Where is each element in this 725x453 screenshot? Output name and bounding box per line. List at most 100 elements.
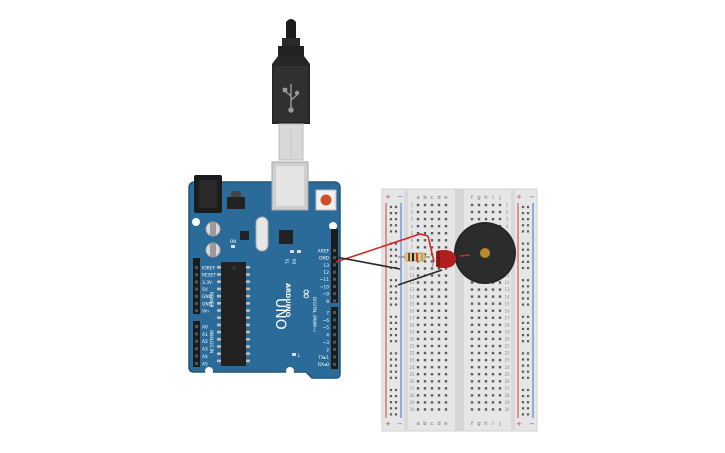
column-letter: f <box>471 421 474 427</box>
voltage-regulator <box>227 197 245 209</box>
row-number: 30 <box>409 407 415 412</box>
row-number: 27 <box>409 386 415 391</box>
piezo-buzzer-icon[interactable] <box>454 222 516 284</box>
power-led <box>231 245 235 248</box>
row-number: 7 <box>411 245 414 250</box>
rail-sign: − <box>529 420 535 428</box>
row-number: 2 <box>506 210 509 215</box>
row-number: 24 <box>409 365 415 370</box>
rail-sign: + <box>385 193 391 201</box>
rail-sign: + <box>516 420 522 428</box>
row-number: 28 <box>504 393 510 398</box>
atmega328p-chip <box>221 262 246 366</box>
arduino-model: UNO <box>272 298 288 330</box>
row-number: 29 <box>409 400 415 405</box>
wire-red-buzzer[interactable] <box>459 254 471 257</box>
pin-label: ~5 <box>323 325 330 331</box>
row-number: 4 <box>411 224 414 229</box>
l-label: L <box>298 353 301 358</box>
breadboard[interactable]: aabbccddeeffgghhiijj++−−++−−112233445566… <box>381 188 538 432</box>
row-number: 19 <box>504 330 510 335</box>
column-letter: a <box>416 421 419 427</box>
pin-label: GND <box>202 294 213 300</box>
pin-label: A4 <box>202 354 208 360</box>
row-number: 24 <box>504 365 510 370</box>
row-number: 25 <box>409 372 415 377</box>
row-number: 21 <box>504 344 510 349</box>
breadboard-center-channel <box>455 189 464 431</box>
wires[interactable] <box>335 233 471 286</box>
column-letter: b <box>423 195 427 201</box>
column-letter: g <box>477 421 481 427</box>
pin-label: AREF <box>318 248 330 254</box>
led-icon[interactable] <box>431 250 456 269</box>
column-letter: g <box>477 195 481 201</box>
pin-label: ~9 <box>323 292 330 298</box>
wire-black-led[interactable] <box>397 269 443 286</box>
wire-red-led[interactable] <box>427 235 435 263</box>
usb-cable-collar-2 <box>278 46 304 56</box>
row-number: 30 <box>504 407 510 412</box>
rail-sign: − <box>397 420 403 428</box>
reset-button-cap[interactable] <box>320 194 332 206</box>
pin-label: A5 <box>202 361 208 367</box>
usb-interface-chip <box>279 230 293 244</box>
row-number: 20 <box>504 337 510 342</box>
row-number: 22 <box>409 351 415 356</box>
usb-cable[interactable] <box>272 19 310 161</box>
pin-label: IOREF <box>202 265 216 271</box>
tx-led <box>290 250 294 253</box>
row-number: 25 <box>504 372 510 377</box>
resistor-icon[interactable] <box>398 252 430 262</box>
column-letter: i <box>492 421 494 427</box>
row-number: 21 <box>409 344 415 349</box>
row-number: 1 <box>506 203 509 208</box>
buzzer-center <box>480 248 490 258</box>
chip-legs <box>217 266 250 363</box>
pin-label: 8 <box>326 299 329 305</box>
row-number: 18 <box>409 322 415 327</box>
arduino-uno-board[interactable]: ON TX RX L ∞ ARDUINO UNO POWER ANALOG IN… <box>188 161 341 379</box>
row-number: 11 <box>409 273 415 278</box>
row-number: 17 <box>504 315 510 320</box>
row-number: 5 <box>411 231 414 236</box>
digital-header-bottom <box>331 307 338 369</box>
rx-led <box>297 250 301 253</box>
l-led <box>292 353 296 356</box>
row-number: 26 <box>504 379 510 384</box>
row-number: 22 <box>504 351 510 356</box>
column-letter: h <box>484 421 488 427</box>
column-letter: e <box>444 195 448 201</box>
column-letter: b <box>423 421 427 427</box>
pin-label: GND <box>202 301 213 307</box>
mounting-hole <box>192 218 200 226</box>
row-number: 15 <box>504 301 510 306</box>
usb-cable-strain-relief <box>286 19 296 40</box>
wire-black-gnd[interactable] <box>335 256 401 270</box>
row-number: 16 <box>409 308 415 313</box>
power-header <box>193 258 200 314</box>
analog-header-title: ANALOG IN <box>209 330 214 353</box>
row-number: 4 <box>506 224 509 229</box>
column-letter: c <box>430 421 433 427</box>
column-letter: c <box>430 195 433 201</box>
usb-icon <box>282 84 300 113</box>
pin-label: RX◂0 <box>318 362 329 368</box>
pin-label: 7 <box>326 310 329 316</box>
pin-label: GND <box>319 256 330 262</box>
row-number: 3 <box>506 217 509 222</box>
pin-label: ~3 <box>323 340 330 346</box>
digital-header-title: DIGITAL (PWM~) <box>312 297 317 332</box>
pin-label: Vin <box>202 309 209 315</box>
pin-label: 3.3V <box>202 280 212 286</box>
row-number: 18 <box>504 322 510 327</box>
row-number: 19 <box>409 330 415 335</box>
row-number: 13 <box>504 287 510 292</box>
row-number: 12 <box>409 280 415 285</box>
wire-red-pin12[interactable] <box>335 233 429 263</box>
analog-header <box>193 321 200 367</box>
